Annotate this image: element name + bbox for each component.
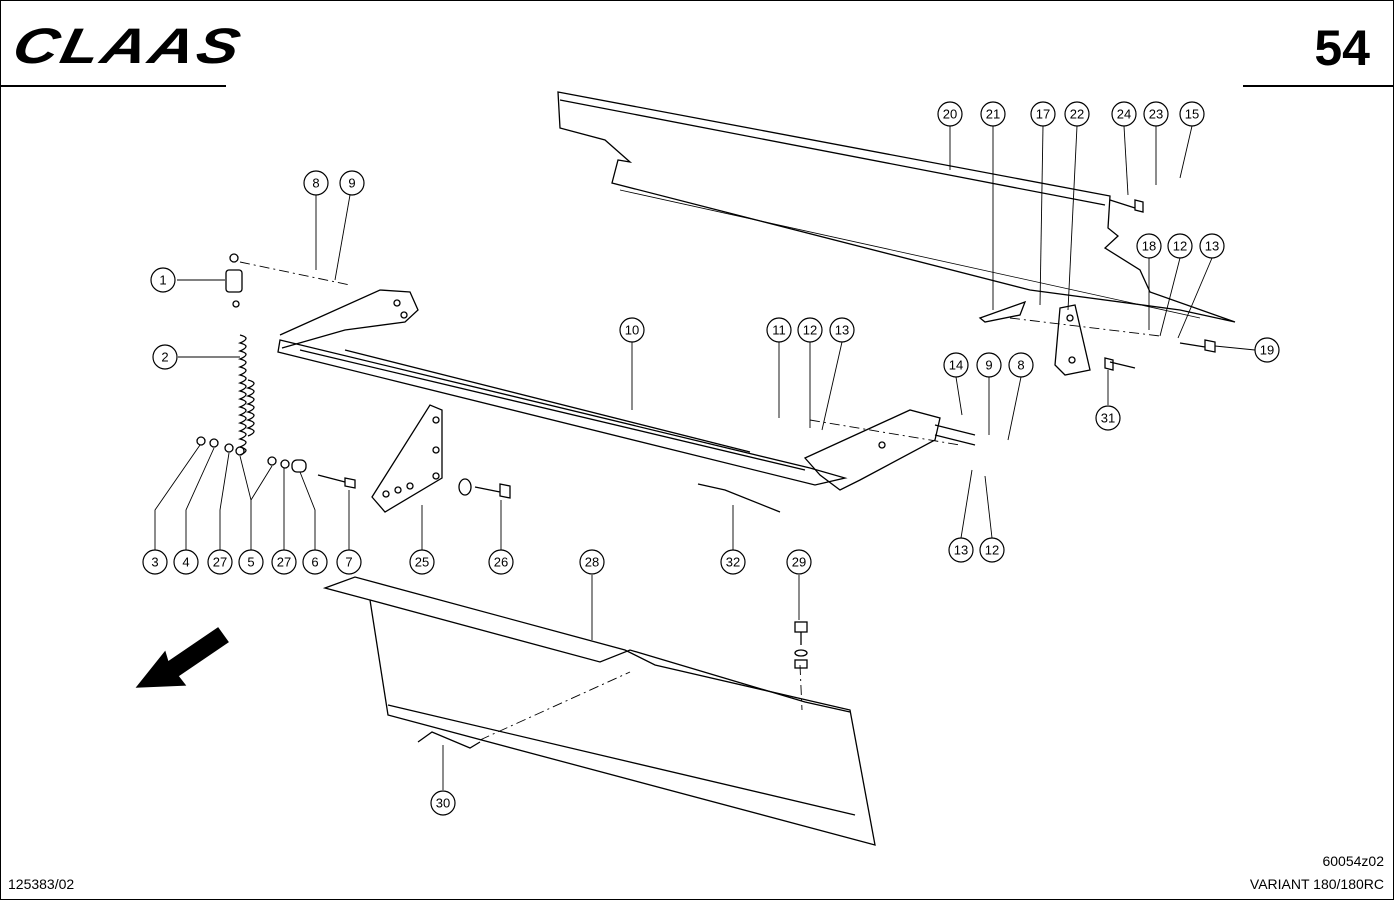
callout-1: 1 bbox=[150, 267, 176, 293]
svg-text:19: 19 bbox=[1260, 343, 1274, 358]
svg-text:3: 3 bbox=[151, 555, 158, 570]
callout-32: 32 bbox=[720, 549, 746, 575]
callout-8a: 8 bbox=[303, 170, 329, 196]
svg-text:32: 32 bbox=[726, 555, 740, 570]
svg-text:29: 29 bbox=[792, 555, 806, 570]
svg-text:5: 5 bbox=[247, 555, 254, 570]
callout-23: 23 bbox=[1143, 101, 1169, 127]
callout-24: 24 bbox=[1111, 101, 1137, 127]
bracket-plate bbox=[371, 404, 443, 513]
callout-27b: 27 bbox=[271, 549, 297, 575]
callout-25: 25 bbox=[409, 549, 435, 575]
callout-31: 31 bbox=[1095, 405, 1121, 431]
callout-12c: 12 bbox=[1167, 233, 1193, 259]
callout-9a: 9 bbox=[339, 170, 365, 196]
spring bbox=[237, 334, 247, 456]
header-rule-right bbox=[1243, 85, 1394, 87]
svg-text:11: 11 bbox=[772, 323, 786, 338]
svg-text:12: 12 bbox=[1173, 239, 1187, 254]
callout-13b: 13 bbox=[948, 537, 974, 563]
callout-2: 2 bbox=[152, 344, 178, 370]
callout-21: 21 bbox=[980, 101, 1006, 127]
svg-text:2: 2 bbox=[161, 350, 168, 365]
callout-17: 17 bbox=[1030, 101, 1056, 127]
callout-6: 6 bbox=[302, 549, 328, 575]
svg-text:21: 21 bbox=[986, 107, 1000, 122]
callout-15: 15 bbox=[1179, 101, 1205, 127]
svg-text:13: 13 bbox=[1205, 239, 1219, 254]
svg-text:28: 28 bbox=[585, 555, 599, 570]
callout-9b: 9 bbox=[976, 352, 1002, 378]
svg-text:23: 23 bbox=[1149, 107, 1163, 122]
svg-text:22: 22 bbox=[1070, 107, 1084, 122]
page-number: 54 bbox=[1314, 20, 1370, 76]
drawing-code: 60054z02 bbox=[1322, 853, 1384, 869]
callout-3: 3 bbox=[142, 549, 168, 575]
svg-text:27: 27 bbox=[213, 555, 227, 570]
callout-18: 18 bbox=[1136, 233, 1162, 259]
main-shaft bbox=[277, 339, 848, 486]
svg-text:31: 31 bbox=[1101, 411, 1115, 426]
svg-text:14: 14 bbox=[949, 358, 963, 373]
callout-5: 5 bbox=[238, 549, 264, 575]
svg-text:25: 25 bbox=[415, 555, 429, 570]
svg-text:8: 8 bbox=[312, 176, 319, 191]
callout-29: 29 bbox=[786, 549, 812, 575]
doc-number: 125383/02 bbox=[8, 876, 75, 892]
svg-text:9: 9 bbox=[985, 358, 992, 373]
svg-text:13: 13 bbox=[954, 543, 968, 558]
svg-text:30: 30 bbox=[436, 796, 450, 811]
callout-7: 7 bbox=[336, 549, 362, 575]
callout-30: 30 bbox=[430, 790, 456, 816]
svg-text:27: 27 bbox=[277, 555, 291, 570]
callout-26: 26 bbox=[488, 549, 514, 575]
callout-4: 4 bbox=[173, 549, 199, 575]
callout-11: 11 bbox=[766, 317, 792, 343]
svg-text:10: 10 bbox=[625, 323, 639, 338]
svg-text:8: 8 bbox=[1017, 358, 1024, 373]
callout-13a: 13 bbox=[829, 317, 855, 343]
svg-text:12: 12 bbox=[803, 323, 817, 338]
svg-text:6: 6 bbox=[311, 555, 318, 570]
callout-27a: 27 bbox=[207, 549, 233, 575]
header-rule-left bbox=[0, 85, 226, 87]
svg-text:24: 24 bbox=[1117, 107, 1131, 122]
deflector-plate bbox=[322, 576, 876, 846]
callout-bubbles: 1 2 3 4 27 5 27 6 7 8 9 10 11 12 13 14 9… bbox=[142, 101, 1280, 816]
svg-text:13: 13 bbox=[835, 323, 849, 338]
callout-10: 10 bbox=[619, 317, 645, 343]
model-name: VARIANT 180/180RC bbox=[1249, 876, 1384, 892]
callout-14: 14 bbox=[943, 352, 969, 378]
svg-text:4: 4 bbox=[182, 555, 189, 570]
callout-20: 20 bbox=[937, 101, 963, 127]
svg-text:20: 20 bbox=[943, 107, 957, 122]
svg-text:18: 18 bbox=[1142, 239, 1156, 254]
callout-12a: 12 bbox=[797, 317, 823, 343]
svg-text:15: 15 bbox=[1185, 107, 1199, 122]
callout-12b: 12 bbox=[979, 537, 1005, 563]
svg-text:12: 12 bbox=[985, 543, 999, 558]
svg-text:7: 7 bbox=[345, 555, 352, 570]
callout-19: 19 bbox=[1254, 337, 1280, 363]
cover-panel bbox=[557, 91, 1236, 323]
callout-22: 22 bbox=[1064, 101, 1090, 127]
svg-text:26: 26 bbox=[494, 555, 508, 570]
callout-13c: 13 bbox=[1199, 233, 1225, 259]
callout-28: 28 bbox=[579, 549, 605, 575]
svg-text:9: 9 bbox=[348, 176, 355, 191]
callout-8b: 8 bbox=[1008, 352, 1034, 378]
svg-text:17: 17 bbox=[1036, 107, 1050, 122]
direction-arrow bbox=[135, 627, 229, 688]
svg-text:1: 1 bbox=[159, 273, 166, 288]
